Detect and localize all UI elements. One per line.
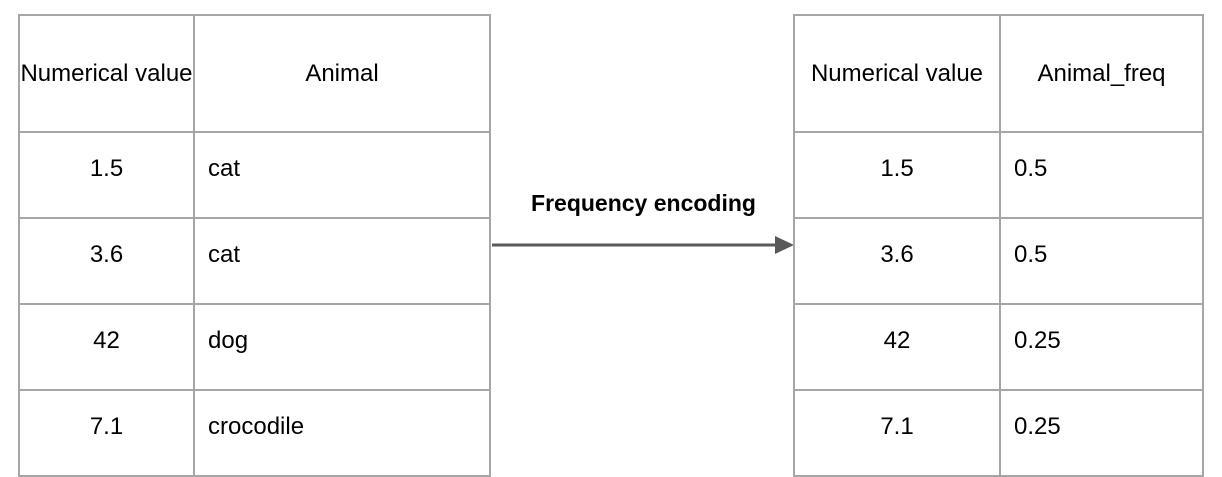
table-row: 1.5 cat — [18, 131, 491, 219]
diagram-canvas: Numerical value Animal 1.5 cat 3.6 cat 4… — [18, 14, 1204, 477]
header-cell-numerical-value: Numerical value — [18, 14, 195, 133]
cell-numerical-value: 7.1 — [18, 389, 195, 477]
arrow-right-icon — [492, 236, 794, 254]
cell-numerical-value: 42 — [793, 303, 1001, 391]
cell-animal: cat — [193, 217, 491, 305]
transform-label: Frequency encoding — [531, 190, 756, 216]
cell-animal-freq: 0.5 — [999, 131, 1204, 219]
table-header-row: Numerical value Animal — [18, 14, 491, 133]
cell-numerical-value: 1.5 — [793, 131, 1001, 219]
cell-numerical-value: 42 — [18, 303, 195, 391]
encoded-table: Numerical value Animal_freq 1.5 0.5 3.6 … — [793, 14, 1204, 477]
cell-numerical-value: 7.1 — [793, 389, 1001, 477]
table-row: 42 0.25 — [793, 303, 1204, 391]
cell-numerical-value: 3.6 — [793, 217, 1001, 305]
table-row: 3.6 0.5 — [793, 217, 1204, 305]
cell-animal: cat — [193, 131, 491, 219]
cell-animal-freq: 0.25 — [999, 303, 1204, 391]
table-row: 7.1 crocodile — [18, 389, 491, 477]
cell-animal: crocodile — [193, 389, 491, 477]
header-cell-animal: Animal — [193, 14, 491, 133]
cell-animal-freq: 0.25 — [999, 389, 1204, 477]
cell-animal: dog — [193, 303, 491, 391]
cell-numerical-value: 1.5 — [18, 131, 195, 219]
table-row: 3.6 cat — [18, 217, 491, 305]
table-row: 42 dog — [18, 303, 491, 391]
table-header-row: Numerical value Animal_freq — [793, 14, 1204, 133]
transform-annotation: Frequency encoding — [491, 188, 796, 262]
cell-numerical-value: 3.6 — [18, 217, 195, 305]
table-row: 1.5 0.5 — [793, 131, 1204, 219]
cell-animal-freq: 0.5 — [999, 217, 1204, 305]
header-cell-numerical-value: Numerical value — [793, 14, 1001, 133]
header-cell-animal-freq: Animal_freq — [999, 14, 1204, 133]
table-row: 7.1 0.25 — [793, 389, 1204, 477]
source-table: Numerical value Animal 1.5 cat 3.6 cat 4… — [18, 14, 491, 477]
